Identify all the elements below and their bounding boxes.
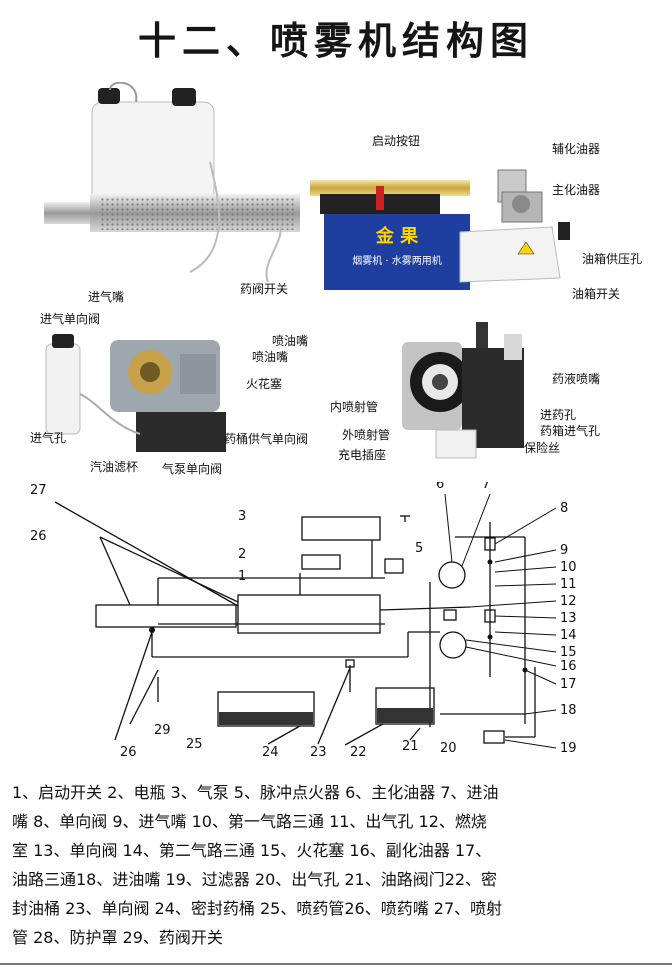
num-24: 24 <box>262 745 279 760</box>
label-main-carburetor: 主化油器 <box>552 183 601 197</box>
label-tank-vent: 药箱进气孔 <box>540 424 601 438</box>
machine-illustration: 金 果 烟雾机 · 水雾两用机 <box>44 82 570 290</box>
label-chem-inlet: 进药孔 <box>540 408 577 422</box>
bottom-divider <box>0 963 672 965</box>
num-22: 22 <box>350 745 367 760</box>
legend-line: 嘴 8、单向阀 9、进气嘴 10、第一气路三通 11、出气孔 12、燃烧 <box>12 812 487 831</box>
schematic-diagram: 27 26 3 2 1 5 6 7 8 9 10 11 12 13 14 15 … <box>30 482 577 760</box>
label-aux-carburetor: 辅化油器 <box>552 142 601 156</box>
page-title: 十二、喷雾机结构图 <box>137 18 534 63</box>
label-outer-tube: 外喷射管 <box>342 428 391 442</box>
legend: 1、启动开关 2、电瓶 3、气泵 5、脉冲点火器 6、主化油器 7、进油 嘴 8… <box>12 778 652 952</box>
label-charging-socket: 充电插座 <box>338 448 387 462</box>
label-spray-oil-nozzle-2: 喷油嘴 <box>252 350 289 364</box>
num-1: 1 <box>238 569 246 584</box>
tube-head-photo <box>396 312 532 462</box>
label-spray-oil-nozzle-1: 喷油嘴 <box>272 334 309 348</box>
panel-brand: 金 果 <box>375 225 419 247</box>
schematic-numbers: 27 26 3 2 1 5 6 7 8 9 10 11 12 13 14 15 … <box>30 482 577 760</box>
num-3: 3 <box>238 509 246 524</box>
legend-line: 室 13、单向阀 14、第二气路三通 15、火花塞 16、副化油器 17、 <box>12 841 492 860</box>
carburetor-illustration <box>45 334 226 452</box>
legend-line: 封油桶 23、单向阀 24、密封药桶 25、喷药管26、喷药嘴 27、喷射 <box>12 899 503 918</box>
label-tank-pressure-hole: 油箱供压孔 <box>582 252 643 266</box>
num-2: 2 <box>238 547 246 562</box>
legend-line: 油路三通18、进油嘴 19、过滤器 20、出气孔 21、油路阀门22、密 <box>12 870 498 889</box>
num-17: 17 <box>560 677 577 692</box>
num-11: 11 <box>560 577 577 592</box>
label-fuel-filter-cup: 汽油滤杯 <box>90 460 139 474</box>
label-pump-check-valve: 气泵单向阀 <box>162 462 223 476</box>
schematic-lines <box>54 501 536 746</box>
label-fuel-switch: 油箱开关 <box>572 287 621 301</box>
num-16: 16 <box>560 659 577 674</box>
label-chem-valve-switch: 药阀开关 <box>240 282 289 296</box>
num-19: 19 <box>560 741 577 756</box>
num-10: 10 <box>560 560 577 575</box>
num-18: 18 <box>560 703 577 718</box>
carburetor-photo <box>40 314 230 456</box>
num-8: 8 <box>560 501 568 516</box>
chem-drum-fill <box>219 712 313 725</box>
label-fuse: 保险丝 <box>524 441 561 455</box>
num-21: 21 <box>402 739 419 754</box>
label-spark-plug: 火花塞 <box>246 377 283 391</box>
label-intake-check-valve: 进气单向阀 <box>40 312 101 326</box>
legend-line: 管 28、防护罩 29、药阀开关 <box>12 928 223 947</box>
label-drum-check-valve: 药桶供气单向阀 <box>224 432 309 446</box>
panel-text: 烟雾机 · 水雾两用机 <box>352 254 442 267</box>
num-7: 7 <box>482 482 490 492</box>
num-14: 14 <box>560 628 577 643</box>
label-liquid-nozzle: 药液喷嘴 <box>552 372 601 386</box>
label-intake-hole: 进气孔 <box>30 431 67 445</box>
num-5: 5 <box>415 541 423 556</box>
num-25: 25 <box>186 737 203 752</box>
num-27: 26 <box>30 529 47 544</box>
oil-drum-fill <box>377 708 433 723</box>
legend-line: 1、启动开关 2、电瓶 3、气泵 5、脉冲点火器 6、主化油器 7、进油 <box>12 783 499 802</box>
num-15: 15 <box>560 645 577 660</box>
junction-dots <box>149 559 528 673</box>
num-26: 26 <box>120 745 137 760</box>
num-29: 29 <box>154 723 171 738</box>
num-20: 20 <box>440 741 457 756</box>
num-13: 13 <box>560 611 577 626</box>
right-leaders <box>444 493 557 749</box>
label-inner-tube: 内喷射管 <box>330 400 379 414</box>
num-9: 9 <box>560 543 568 558</box>
machine-photo: 金 果 烟雾机 · 水雾两用机 <box>40 82 580 300</box>
tube-head-illustration <box>402 322 524 459</box>
num-12: 12 <box>560 594 577 609</box>
label-intake-nozzle: 进气嘴 <box>88 290 125 304</box>
num-23: 23 <box>310 745 327 760</box>
num-28: 27 <box>30 483 47 498</box>
label-start-button: 启动按钮 <box>372 134 421 148</box>
num-6: 6 <box>436 482 444 492</box>
